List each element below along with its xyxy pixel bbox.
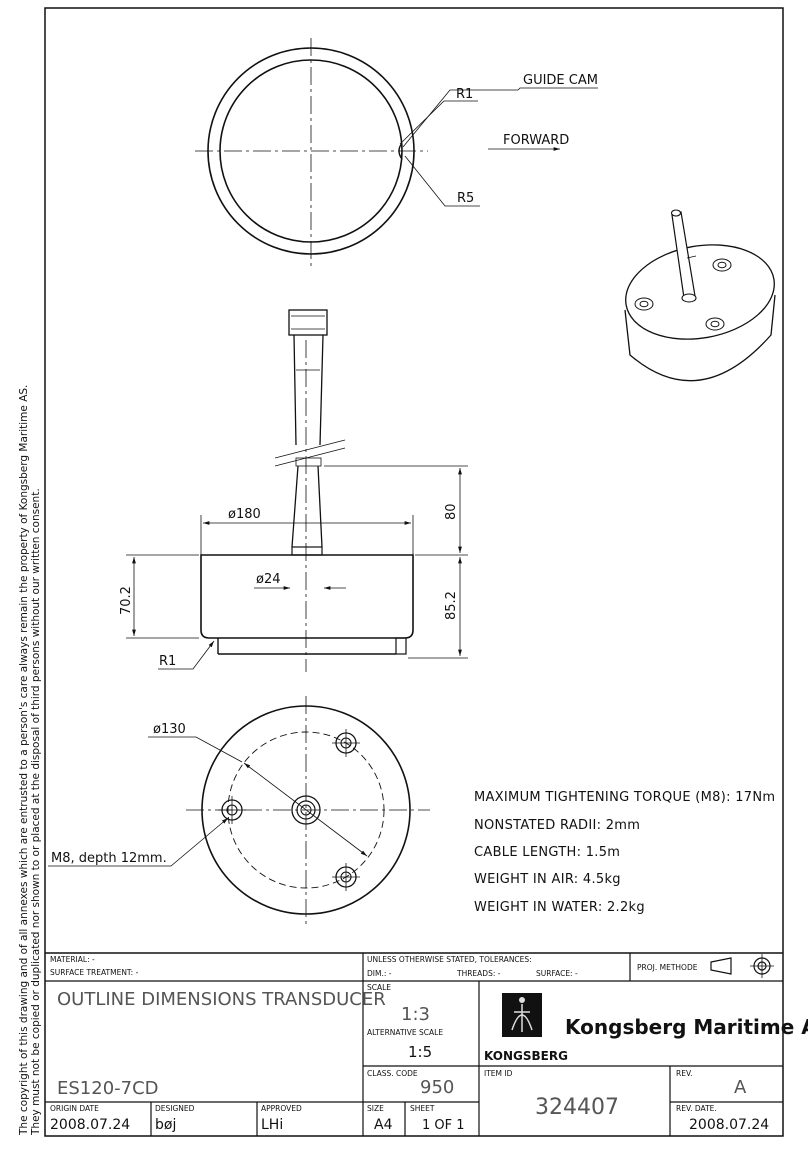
tolerances-label: UNLESS OTHERWISE STATED, TOLERANCES: <box>367 955 532 964</box>
kongsberg-logo <box>502 993 542 1037</box>
side-view: ø180 ø24 80 85.2 70.2 R1 <box>119 309 468 672</box>
surface-treatment-field: SURFACE TREATMENT: - <box>50 968 139 977</box>
dim-85-2: 85.2 <box>444 591 459 620</box>
company-name: Kongsberg Maritime AS <box>565 1015 808 1039</box>
class-code-label: CLASS. CODE <box>367 1069 418 1078</box>
designed-value: bøj <box>155 1117 176 1133</box>
note-cable-length: CABLE LENGTH: 1.5m <box>474 845 620 860</box>
label-m8-thread: M8, depth 12mm. <box>51 851 167 866</box>
alt-scale-label: ALTERNATIVE SCALE <box>367 1028 443 1037</box>
approved-value: LHi <box>261 1117 283 1133</box>
tolerance-surface: SURFACE: - <box>536 969 578 978</box>
notes: MAXIMUM TIGHTENING TORQUE (M8): 17Nm NON… <box>474 790 775 915</box>
note-weight-water: WEIGHT IN WATER: 2.2kg <box>474 900 645 915</box>
rev-date-value: 2008.07.24 <box>689 1117 769 1133</box>
scale-label: SCALE <box>367 983 391 992</box>
label-guide-cam: GUIDE CAM <box>523 73 598 88</box>
label-r1-top: R1 <box>456 87 473 102</box>
class-code-value: 950 <box>420 1077 454 1098</box>
dim-dia-24: ø24 <box>256 572 281 587</box>
alt-scale-value: 1:5 <box>408 1043 432 1061</box>
bottom-view: ø130 M8, depth 12mm. <box>48 696 430 924</box>
origin-date-value: 2008.07.24 <box>50 1117 130 1133</box>
drawing-number: ES120-7CD <box>57 1078 159 1099</box>
size-value: A4 <box>374 1117 393 1133</box>
top-view: R1 GUIDE CAM FORWARD R5 <box>195 38 598 266</box>
scale-value: 1:3 <box>401 1004 430 1025</box>
drawing-title: OUTLINE DIMENSIONS TRANSDUCER <box>57 989 386 1010</box>
label-forward: FORWARD <box>503 133 569 148</box>
tolerance-dim: DIM.: - <box>367 969 392 978</box>
rev-date-label: REV. DATE. <box>676 1104 717 1113</box>
sheet-label: SHEET <box>410 1104 435 1113</box>
sheet-value: 1 OF 1 <box>422 1118 465 1133</box>
drawing-frame <box>44 7 784 1137</box>
note-radii: NONSTATED RADII: 2mm <box>474 818 640 833</box>
approved-label: APPROVED <box>261 1104 302 1113</box>
item-id-value: 324407 <box>535 1095 619 1120</box>
dim-dia-180: ø180 <box>228 507 261 522</box>
tolerance-threads: THREADS: - <box>456 969 501 978</box>
isometric-view <box>624 209 776 382</box>
proj-method-label: PROJ. METHODE <box>637 963 698 972</box>
projection-symbol-icon <box>710 954 774 978</box>
copyright-line-1: The copyright of this drawing and of all… <box>18 385 30 1136</box>
origin-date-label: ORIGIN DATE <box>50 1104 99 1113</box>
title-block: MATERIAL: - SURFACE TREATMENT: - UNLESS … <box>45 952 808 1136</box>
designed-label: DESIGNED <box>155 1104 195 1113</box>
logo-wordmark: KONGSBERG <box>484 1049 568 1063</box>
dim-70-2: 70.2 <box>119 586 134 615</box>
item-id-label: ITEM ID <box>484 1069 513 1078</box>
dim-dia-130: ø130 <box>153 722 186 737</box>
rev-label: REV. <box>676 1069 693 1078</box>
note-torque: MAXIMUM TIGHTENING TORQUE (M8): 17Nm <box>474 790 775 805</box>
label-r5: R5 <box>457 191 474 206</box>
material-field: MATERIAL: - <box>50 955 95 964</box>
rev-value: A <box>734 1077 747 1098</box>
size-label: SIZE <box>367 1104 384 1113</box>
label-r1-side: R1 <box>159 654 176 669</box>
note-weight-air: WEIGHT IN AIR: 4.5kg <box>474 872 621 887</box>
dim-80: 80 <box>444 503 459 520</box>
copyright-line-2: They must not be copied or duplicated no… <box>30 488 42 1136</box>
